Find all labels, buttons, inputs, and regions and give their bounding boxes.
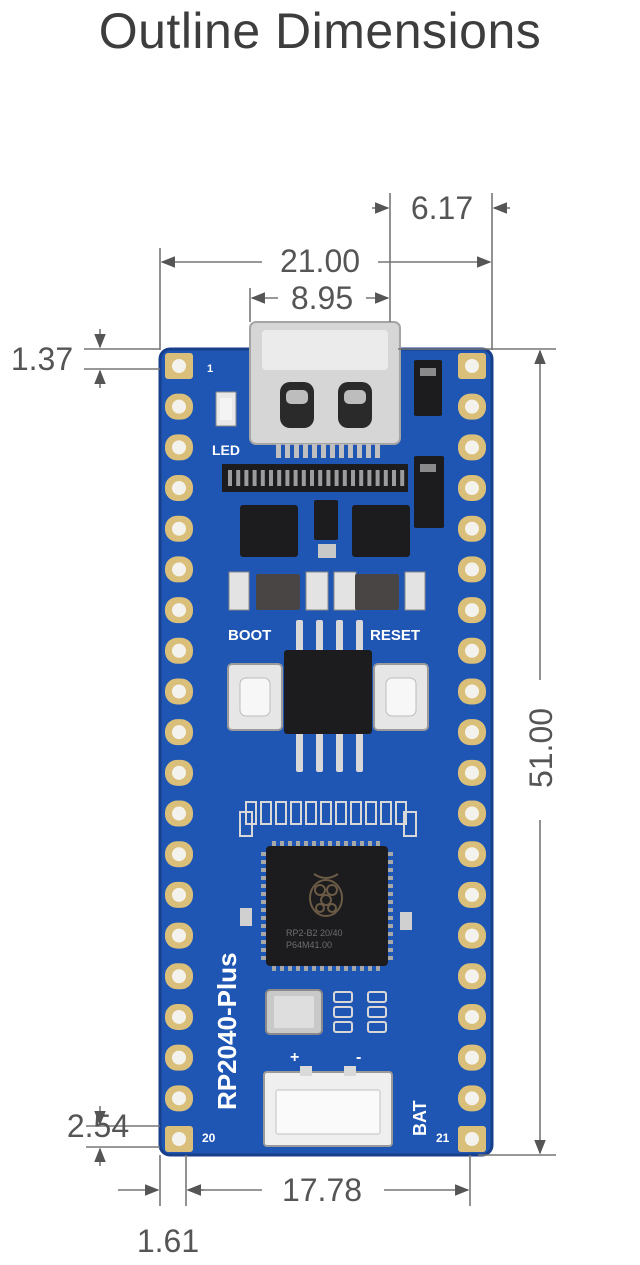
right-pin-17 <box>458 1003 486 1030</box>
left-pin-13 <box>165 841 193 868</box>
diode-bottom <box>414 456 444 528</box>
right-pin-3 <box>458 434 486 461</box>
small-transistor <box>314 500 338 540</box>
pin20-label: 20 <box>202 1131 216 1145</box>
left-pin-17 <box>165 1003 193 1030</box>
regulator-chip-left <box>240 505 298 557</box>
battery-minus-label: - <box>356 1049 361 1066</box>
dimension-usb-offset-label: 6.17 <box>411 190 473 226</box>
left-pin-2 <box>165 393 193 420</box>
flash-chip <box>284 620 372 772</box>
dimension-pin-row-span-label: 17.78 <box>282 1172 362 1208</box>
left-pin-6 <box>165 556 193 583</box>
bat-label: BAT <box>410 1100 430 1136</box>
page-title: Outline Dimensions <box>98 3 542 59</box>
right-pin-12 <box>458 800 486 827</box>
boot-button[interactable] <box>227 663 283 731</box>
right-pin-20 <box>458 1126 486 1152</box>
usb-c-solder-pins <box>276 444 380 458</box>
boot-label: BOOT <box>228 627 271 644</box>
left-pin-8 <box>165 637 193 664</box>
dimension-top-margin-label: 1.37 <box>11 341 73 377</box>
dimension-width: 21.00 <box>160 243 492 279</box>
left-pin-1 <box>165 353 193 379</box>
dimension-pin-pitch: 2.54 <box>67 1106 129 1166</box>
left-pin-10 <box>165 719 193 746</box>
left-pin-16 <box>165 963 193 990</box>
pin21-label: 21 <box>436 1131 450 1145</box>
chip-text-line1: RP2-B2 20/40 <box>286 928 343 938</box>
right-pin-9 <box>458 678 486 705</box>
led-label: LED <box>212 442 240 458</box>
dimension-top-margin: 1.37 <box>11 329 106 388</box>
usb-c-connector <box>249 321 401 445</box>
right-pin-15 <box>458 922 486 949</box>
dimension-edge-offset: 1.61 <box>118 1184 204 1259</box>
battery-plus-label: + <box>290 1049 299 1066</box>
left-pin-11 <box>165 759 193 786</box>
right-pin-11 <box>458 759 486 786</box>
left-pin-header <box>165 353 193 1152</box>
right-pin-13 <box>458 841 486 868</box>
left-pin-7 <box>165 597 193 624</box>
right-pin-19 <box>458 1085 486 1112</box>
dimension-usb-width-label: 8.95 <box>291 280 353 316</box>
right-pin-8 <box>458 637 486 664</box>
raspberry-logo-icon <box>309 873 343 917</box>
right-pin-header <box>458 353 486 1152</box>
rp2040-plus-board: LED 1 BOOT RESET <box>158 321 494 1157</box>
reset-button[interactable] <box>373 663 429 731</box>
smd-pads <box>333 991 387 1033</box>
right-pin-16 <box>458 963 486 990</box>
battery-connector <box>263 1066 393 1147</box>
dimension-edge-offset-label: 1.61 <box>137 1223 199 1259</box>
left-pin-18 <box>165 1044 193 1071</box>
dimension-length: 51.00 <box>523 349 559 1155</box>
right-pin-7 <box>458 597 486 624</box>
rp2040-chip: RP2-B2 20/40 P64M41.00 <box>261 841 393 971</box>
dimension-length-label: 51.00 <box>523 708 559 788</box>
left-pin-14 <box>165 881 193 908</box>
reset-label: RESET <box>370 627 420 644</box>
dimension-pin-pitch-label: 2.54 <box>67 1108 129 1144</box>
right-pin-2 <box>458 393 486 420</box>
dimension-usb-offset: 6.17 <box>372 190 510 226</box>
right-pin-10 <box>458 719 486 746</box>
left-pin-20 <box>165 1126 193 1152</box>
chip-text-line2: P64M41.00 <box>286 940 332 950</box>
dimension-width-label: 21.00 <box>280 243 360 279</box>
right-pin-14 <box>458 881 486 908</box>
regulator-chip-right <box>352 505 410 557</box>
dimension-lines <box>84 193 556 1206</box>
right-pin-5 <box>458 515 486 542</box>
passive-row <box>228 571 426 611</box>
left-pin-12 <box>165 800 193 827</box>
capacitor-row <box>239 801 417 837</box>
left-pin-5 <box>165 515 193 542</box>
left-pin-15 <box>165 922 193 949</box>
pin1-label: 1 <box>207 363 213 375</box>
right-pin-1 <box>458 353 486 379</box>
left-pin-9 <box>165 678 193 705</box>
board-name-label: RP2040-Plus <box>212 952 242 1110</box>
dimension-usb-width: 8.95 <box>250 280 390 316</box>
right-pin-6 <box>458 556 486 583</box>
left-pin-3 <box>165 434 193 461</box>
left-pin-19 <box>165 1085 193 1112</box>
right-pin-18 <box>458 1044 486 1071</box>
header-strip <box>222 464 408 492</box>
dimension-pin-row-span: 17.78 <box>186 1172 470 1208</box>
crystal-oscillator <box>265 989 323 1035</box>
left-pin-4 <box>165 475 193 502</box>
right-pin-4 <box>458 475 486 502</box>
